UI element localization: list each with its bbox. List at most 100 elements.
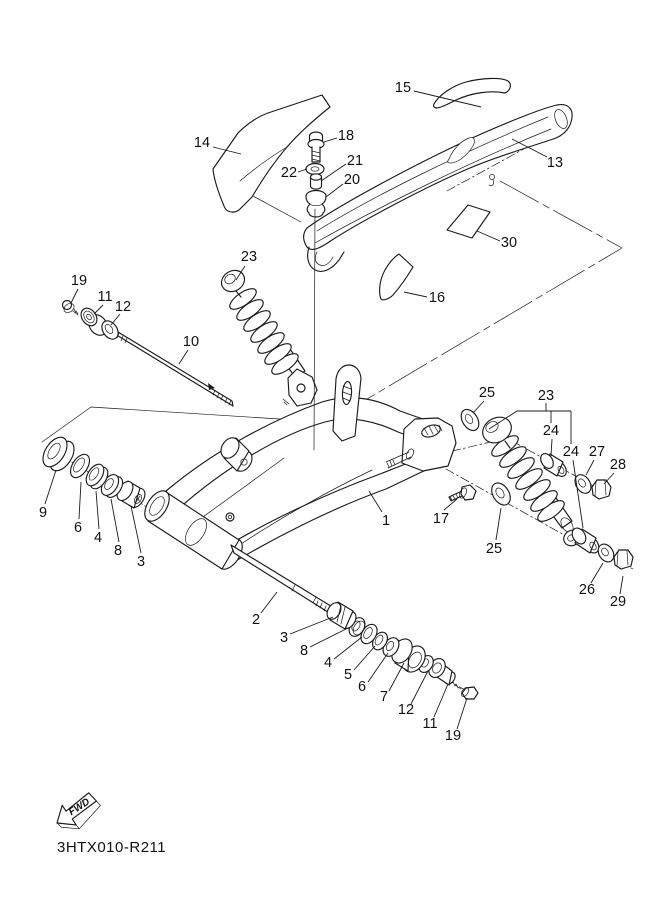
group-bracket-23-line [488, 410, 518, 430]
washer-25-bottom [491, 482, 511, 506]
bolt-19-left [61, 299, 79, 316]
callout-leader-2 [260, 591, 278, 614]
guard-left-tab [307, 246, 345, 272]
callout-leader-4 [95, 490, 100, 530]
guard-hole [447, 137, 475, 164]
callout-37-25: 25 [486, 541, 502, 557]
callout-21-2: 2 [252, 612, 260, 628]
callout-leader-12 [410, 670, 429, 705]
callout-0-14: 14 [194, 135, 210, 151]
bolt-19-bottom [452, 681, 479, 700]
callout-34-24: 24 [563, 444, 579, 460]
washer-12-left [101, 320, 119, 340]
callout-12-12: 12 [115, 299, 131, 315]
swingarm [144, 364, 457, 570]
bolt-axis-line [313, 208, 316, 451]
right-shock-group [448, 408, 634, 570]
pivot-shaft-2 [230, 544, 335, 615]
callout-19-1: 1 [382, 513, 390, 529]
callout-1-15: 15 [395, 80, 411, 96]
callout-leader-19 [456, 697, 468, 730]
callout-28-12: 12 [398, 702, 414, 718]
bolt-18 [307, 131, 325, 163]
callout-32-23: 23 [538, 388, 554, 404]
callout-leader-30 [476, 230, 501, 242]
guard-hook [489, 174, 495, 180]
callout-3-22: 22 [281, 165, 297, 181]
callout-2-18: 18 [338, 128, 354, 144]
bracket-16 [379, 253, 414, 301]
callout-9-23: 23 [241, 249, 257, 265]
callout-leader-6 [78, 481, 82, 520]
washer-26 [597, 543, 615, 563]
callout-39-29: 29 [610, 594, 626, 610]
callout-33-24: 24 [543, 423, 559, 439]
callout-16-4: 4 [94, 530, 102, 546]
callout-leader-21 [320, 163, 347, 182]
callout-leader-10 [178, 349, 189, 365]
pivot-shaft-and-stack [230, 544, 479, 700]
callout-31-25: 25 [479, 385, 495, 401]
callout-14-9: 9 [39, 505, 47, 521]
fitting [225, 512, 235, 522]
callout-25-5: 5 [344, 667, 352, 683]
nut-29 [613, 549, 634, 570]
collar-21 [309, 173, 323, 190]
bushing-24-bottom [571, 527, 600, 554]
bushing-3-left [116, 480, 146, 509]
bolt-stack [305, 131, 327, 451]
callout-leader-23 [235, 265, 246, 281]
pivot-tube [144, 490, 243, 570]
bushing-24-top [540, 453, 567, 477]
ring-6-left [69, 453, 91, 479]
rod-10 [112, 328, 234, 407]
callout-36-28: 28 [610, 457, 626, 473]
callout-leader-29 [619, 575, 624, 595]
callout-leader-22 [297, 168, 308, 173]
bolt-17 [448, 484, 477, 502]
callout-leader-8 [309, 627, 349, 648]
left-shock-clevis [282, 368, 318, 407]
strip-15 [433, 77, 511, 109]
callout-27-7: 7 [380, 689, 388, 705]
callout-leader-6 [367, 652, 389, 683]
callout-29-11: 11 [422, 716, 437, 732]
cover-14 [212, 94, 331, 223]
bobbin [220, 437, 253, 472]
callout-leader-14 [212, 146, 242, 155]
part-number: 3HTX010-R211 [57, 839, 166, 856]
callout-leader-28 [603, 472, 615, 485]
callout-leader-20 [325, 183, 344, 198]
callout-leader-4 [333, 636, 363, 660]
left-shock-absorber [220, 269, 318, 407]
callout-17-8: 8 [114, 543, 122, 559]
callout-leader-24 [550, 438, 553, 457]
callout-leader-18 [323, 137, 338, 143]
fwd-arrow: FWD [56, 792, 101, 830]
chain-guard [303, 104, 573, 272]
ring-4-bottom [360, 623, 378, 645]
callout-leader-24 [572, 459, 584, 529]
ring-9 [42, 436, 75, 472]
callout-22-3: 3 [280, 630, 288, 646]
callout-leader-27 [585, 459, 595, 476]
callout-20-17: 17 [433, 511, 449, 527]
callout-5-20: 20 [344, 172, 360, 188]
callout-leader-11 [93, 304, 104, 315]
left-bearing-stack [42, 436, 146, 509]
callout-leader-1 [368, 490, 383, 513]
callout-38-26: 26 [579, 582, 595, 598]
callout-26-6: 6 [358, 679, 366, 695]
callout-6-13: 13 [547, 155, 563, 171]
washer-25-top [460, 408, 480, 432]
callout-7-30: 30 [501, 235, 517, 251]
callout-leader-17 [443, 498, 458, 511]
right-shock-absorber [482, 416, 581, 547]
nut-28 [591, 479, 612, 500]
callout-leader-9 [44, 469, 57, 505]
callout-23-8: 8 [300, 643, 308, 659]
ring-4-left [85, 463, 109, 490]
callout-8-16: 16 [429, 290, 445, 306]
